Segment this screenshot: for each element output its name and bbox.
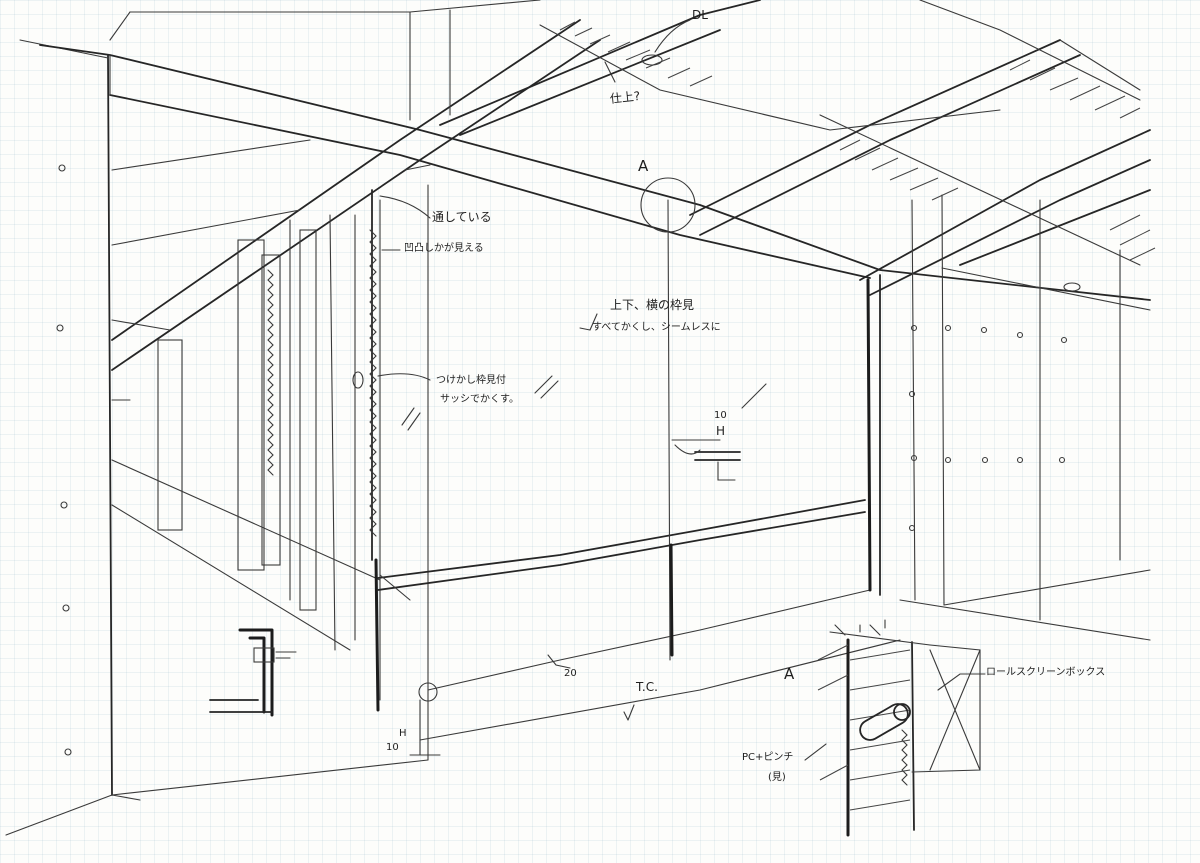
detail-marker-a-bottom: A bbox=[784, 665, 795, 683]
pc-pinch-label-line2: (見) bbox=[768, 772, 786, 783]
pc-pinch-label-line1: PC+ピンチ bbox=[742, 752, 794, 763]
passes-through-label: 通している bbox=[432, 210, 492, 224]
floor bbox=[111, 639, 901, 796]
tc-label: T.C. bbox=[636, 680, 658, 694]
sash-note-line2: サッシでかくす。 bbox=[440, 394, 519, 405]
roll-screen-box-label: ロールスクリーンボックス bbox=[986, 667, 1106, 678]
dimension-h-bottom-label: H bbox=[399, 728, 407, 739]
corner-post bbox=[267, 184, 441, 761]
ceiling-beams bbox=[39, 0, 1156, 371]
dimension-bottom-label: 10 bbox=[386, 742, 399, 753]
downlight-label: DL bbox=[692, 8, 708, 22]
uneven-visible-label: 凹凸しかが見える bbox=[404, 243, 484, 254]
floor-dimension-label: 20 bbox=[564, 668, 577, 679]
left-wall bbox=[111, 139, 381, 651]
right-pillar bbox=[866, 194, 1151, 641]
frame-note-line2: すべてかくし、シームレスに bbox=[592, 322, 721, 333]
leader-lines bbox=[377, 19, 691, 381]
sash-detail-left bbox=[209, 628, 297, 717]
finish-question-label: 仕上? bbox=[609, 88, 641, 106]
sash-note-line1: つけかし枠見付 bbox=[436, 375, 506, 386]
frame-note-line1: 上下、横の枠見 bbox=[610, 298, 695, 312]
detail-marker-a-top: A bbox=[638, 157, 649, 175]
back-wall bbox=[377, 164, 871, 691]
dimension-top-label: 10 bbox=[714, 410, 727, 421]
dimension-h-label: H bbox=[716, 424, 726, 438]
section-detail-a bbox=[804, 619, 986, 837]
left-concrete-pillar bbox=[5, 39, 141, 836]
